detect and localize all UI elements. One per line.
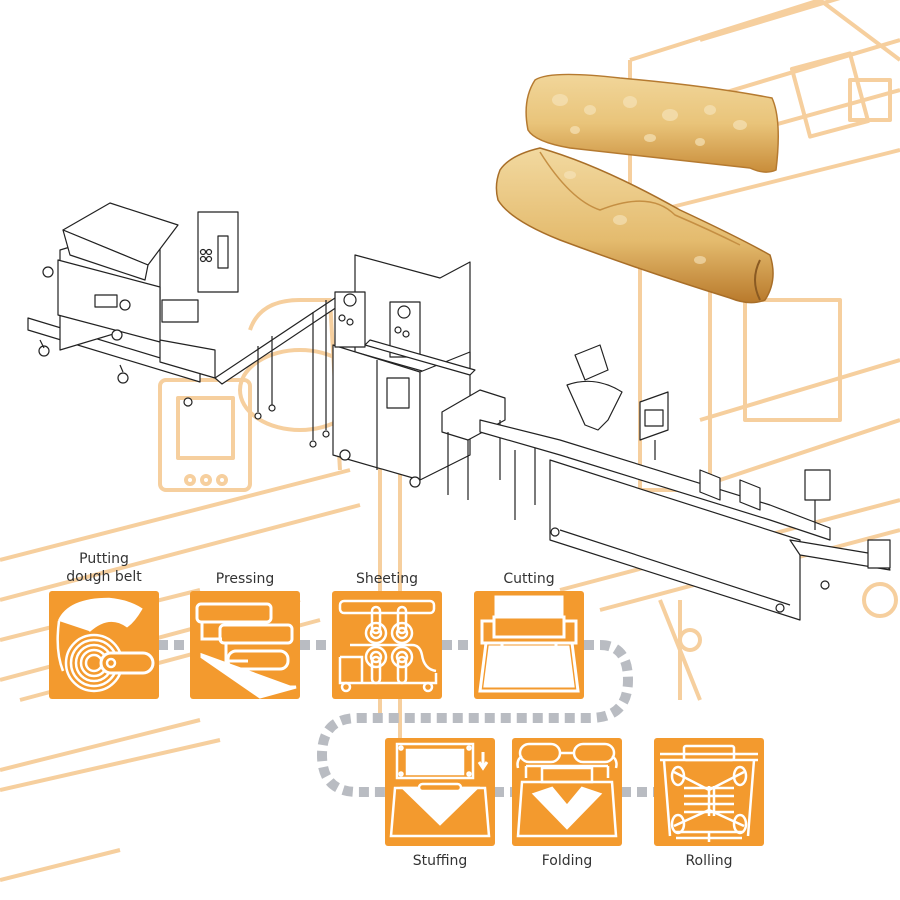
cutting-press-icon <box>478 595 580 693</box>
dough-belt-roll-icon <box>56 597 155 693</box>
step-label: Pressing <box>215 571 275 587</box>
step-label: Cutting <box>503 571 555 587</box>
step-tile <box>654 738 764 846</box>
rolling-icon <box>660 744 758 842</box>
egg-roll-bottom <box>495 147 774 304</box>
step-tile <box>49 591 159 699</box>
incline-conveyor <box>214 297 341 448</box>
step-label: Stuffing <box>412 853 468 869</box>
pressing-rollers-icon <box>195 602 297 699</box>
step-label: Rolling <box>685 853 733 869</box>
step-label: Sheeting <box>355 571 419 587</box>
forming-machine <box>441 344 891 621</box>
step-tile <box>332 591 442 699</box>
step-label: Folding <box>541 853 593 869</box>
sheeting-rollers-icon <box>338 599 438 693</box>
egg-roll-top <box>525 73 779 173</box>
step-label: Putting dough belt <box>29 550 179 586</box>
dough-feeder-machine <box>27 202 239 407</box>
step-tile <box>385 738 495 846</box>
step-tile <box>512 738 622 846</box>
folding-icon <box>516 742 618 838</box>
step-label-line2: dough belt <box>66 569 142 585</box>
step-label-line1: Putting <box>79 551 129 567</box>
step-tile <box>474 591 584 699</box>
stuffing-depositor-icon <box>389 742 491 838</box>
step-tile <box>190 591 300 699</box>
egg-rolls-image <box>495 73 779 304</box>
sheeting-machine <box>332 254 476 488</box>
